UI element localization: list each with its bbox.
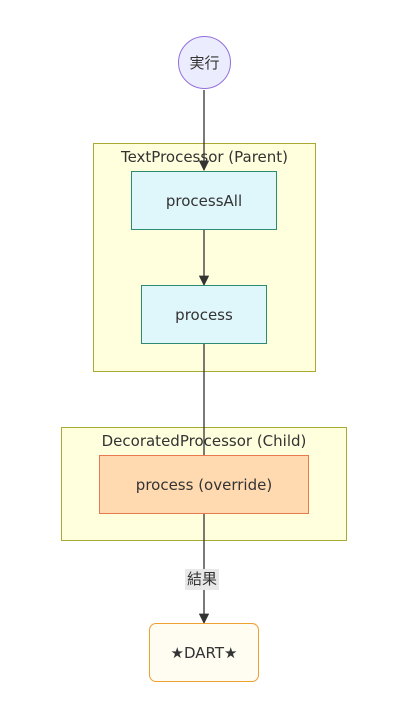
node-end: ★DART★ [149, 623, 259, 682]
node-process-override: process (override) [99, 455, 309, 514]
node-process-label: process [175, 305, 233, 324]
node-process-all: processAll [131, 171, 277, 230]
node-end-label: ★DART★ [170, 643, 238, 662]
node-start: 実行 [178, 36, 231, 89]
node-process-override-label: process (override) [135, 475, 273, 494]
edge-result-label: 結果 [185, 569, 220, 590]
node-process: process [141, 285, 267, 344]
node-process-all-label: processAll [165, 191, 243, 210]
node-start-label: 実行 [189, 54, 220, 72]
